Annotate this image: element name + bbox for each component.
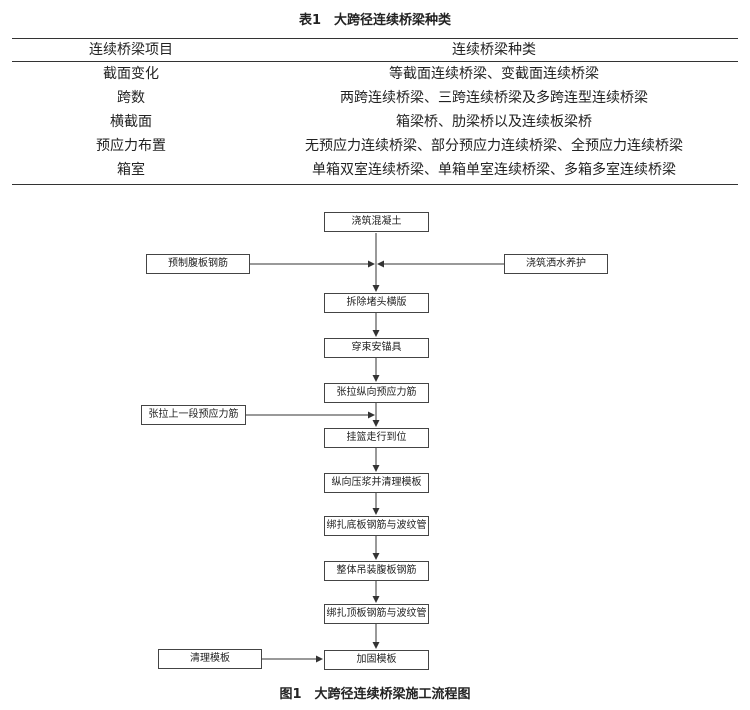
- flow-step-reinforce-formwork: 加固模板: [324, 650, 429, 670]
- table-header-project: 连续桥梁项目: [89, 42, 173, 58]
- table-header-types: 连续桥梁种类: [452, 42, 536, 58]
- table-cell: 等截面连续桥梁、变截面连续桥梁: [389, 66, 599, 82]
- table-caption: 表1 大跨径连续桥梁种类: [298, 13, 452, 28]
- flow-step-top-rebar: 绑扎顶板钢筋与波纹管: [324, 604, 429, 624]
- flow-input-curing: 浇筑洒水养护: [504, 254, 608, 274]
- flow-input-clean-formwork: 清理模板: [158, 649, 262, 669]
- flow-input-prefab-web-rebar: 预制腹板钢筋: [146, 254, 250, 274]
- flow-input-prev-tension: 张拉上一段预应力筋: [141, 405, 246, 425]
- flow-step-thread-anchor: 穿束安锚具: [324, 338, 429, 358]
- table-cell: 两跨连续桥梁、三跨连续桥梁及多跨连型连续桥梁: [340, 90, 648, 106]
- flow-step-grout-clean: 纵向压浆并清理模板: [324, 473, 429, 493]
- table-header-rule: [12, 61, 738, 62]
- table-cell: 横截面: [110, 114, 152, 130]
- table-top-rule: [12, 38, 738, 39]
- table-cell: 无预应力连续桥梁、部分预应力连续桥梁、全预应力连续桥梁: [305, 138, 683, 154]
- flow-step-web-rebar-hoist: 整体吊装腹板钢筋: [324, 561, 429, 581]
- table-cell: 截面变化: [103, 66, 159, 82]
- table-cell: 单箱双室连续桥梁、单箱单室连续桥梁、多箱多室连续桥梁: [312, 162, 676, 178]
- figure-caption: 图1 大跨径连续桥梁施工流程图: [279, 687, 471, 702]
- flow-step-bottom-rebar: 绑扎底板钢筋与波纹管: [324, 516, 429, 536]
- table-cell: 跨数: [117, 90, 145, 106]
- table-cell: 箱室: [117, 162, 145, 178]
- flow-step-pour-concrete: 浇筑混凝土: [324, 212, 429, 232]
- table-bottom-rule: [12, 184, 738, 185]
- table-cell: 箱梁桥、肋梁桥以及连续板梁桥: [396, 114, 592, 130]
- flow-step-hanging-basket: 挂篮走行到位: [324, 428, 429, 448]
- table-cell: 预应力布置: [96, 138, 166, 154]
- flow-step-remove-end-formwork: 拆除堵头横版: [324, 293, 429, 313]
- flow-step-tension-longitudinal: 张拉纵向预应力筋: [324, 383, 429, 403]
